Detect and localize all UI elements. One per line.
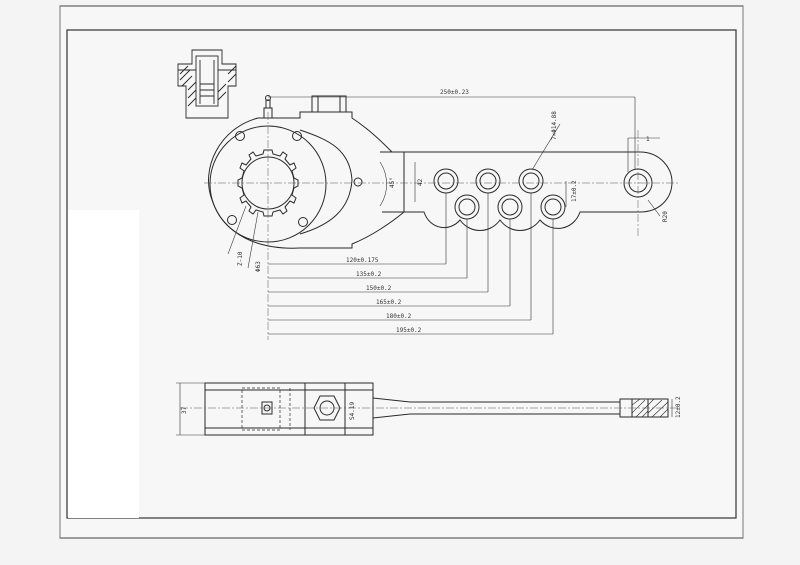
section-detail	[177, 49, 237, 119]
inner-frame	[66, 29, 737, 519]
dim-arm-thickness: 12±0.2	[675, 396, 682, 418]
dim-gear: S4.19	[349, 402, 356, 420]
top-view-dimension-lines	[227, 96, 661, 335]
dim-hole-6: 195±0.2	[396, 327, 422, 334]
dim-hole-5: 180±0.2	[386, 313, 412, 320]
dim-end-offset: 1	[646, 136, 650, 143]
dim-overall-length: 250±0.23	[440, 89, 469, 96]
dim-end-radius: R20	[662, 211, 669, 222]
dim-hole-spec: 7×Φ14.88	[551, 111, 558, 140]
dim-angle: 45°	[389, 177, 396, 188]
dim-hole-2: 135±0.2	[356, 271, 382, 278]
dim-arm-height: 42	[417, 178, 424, 186]
centerlines	[204, 112, 680, 340]
dim-hole-1: 120±0.175	[346, 257, 379, 264]
blank-mask-region	[68, 210, 139, 518]
side-view-dimension-lines	[176, 382, 673, 436]
dim-hole-pitch: 17±0.2	[571, 180, 578, 202]
dim-spline: Z-10	[237, 251, 244, 266]
dim-body-width: 37	[181, 406, 188, 414]
dim-hole-3: 150±0.2	[366, 285, 392, 292]
dim-hole-4: 165±0.2	[376, 299, 402, 306]
outer-frame	[59, 5, 744, 539]
dim-bore: Φ63	[255, 261, 262, 272]
